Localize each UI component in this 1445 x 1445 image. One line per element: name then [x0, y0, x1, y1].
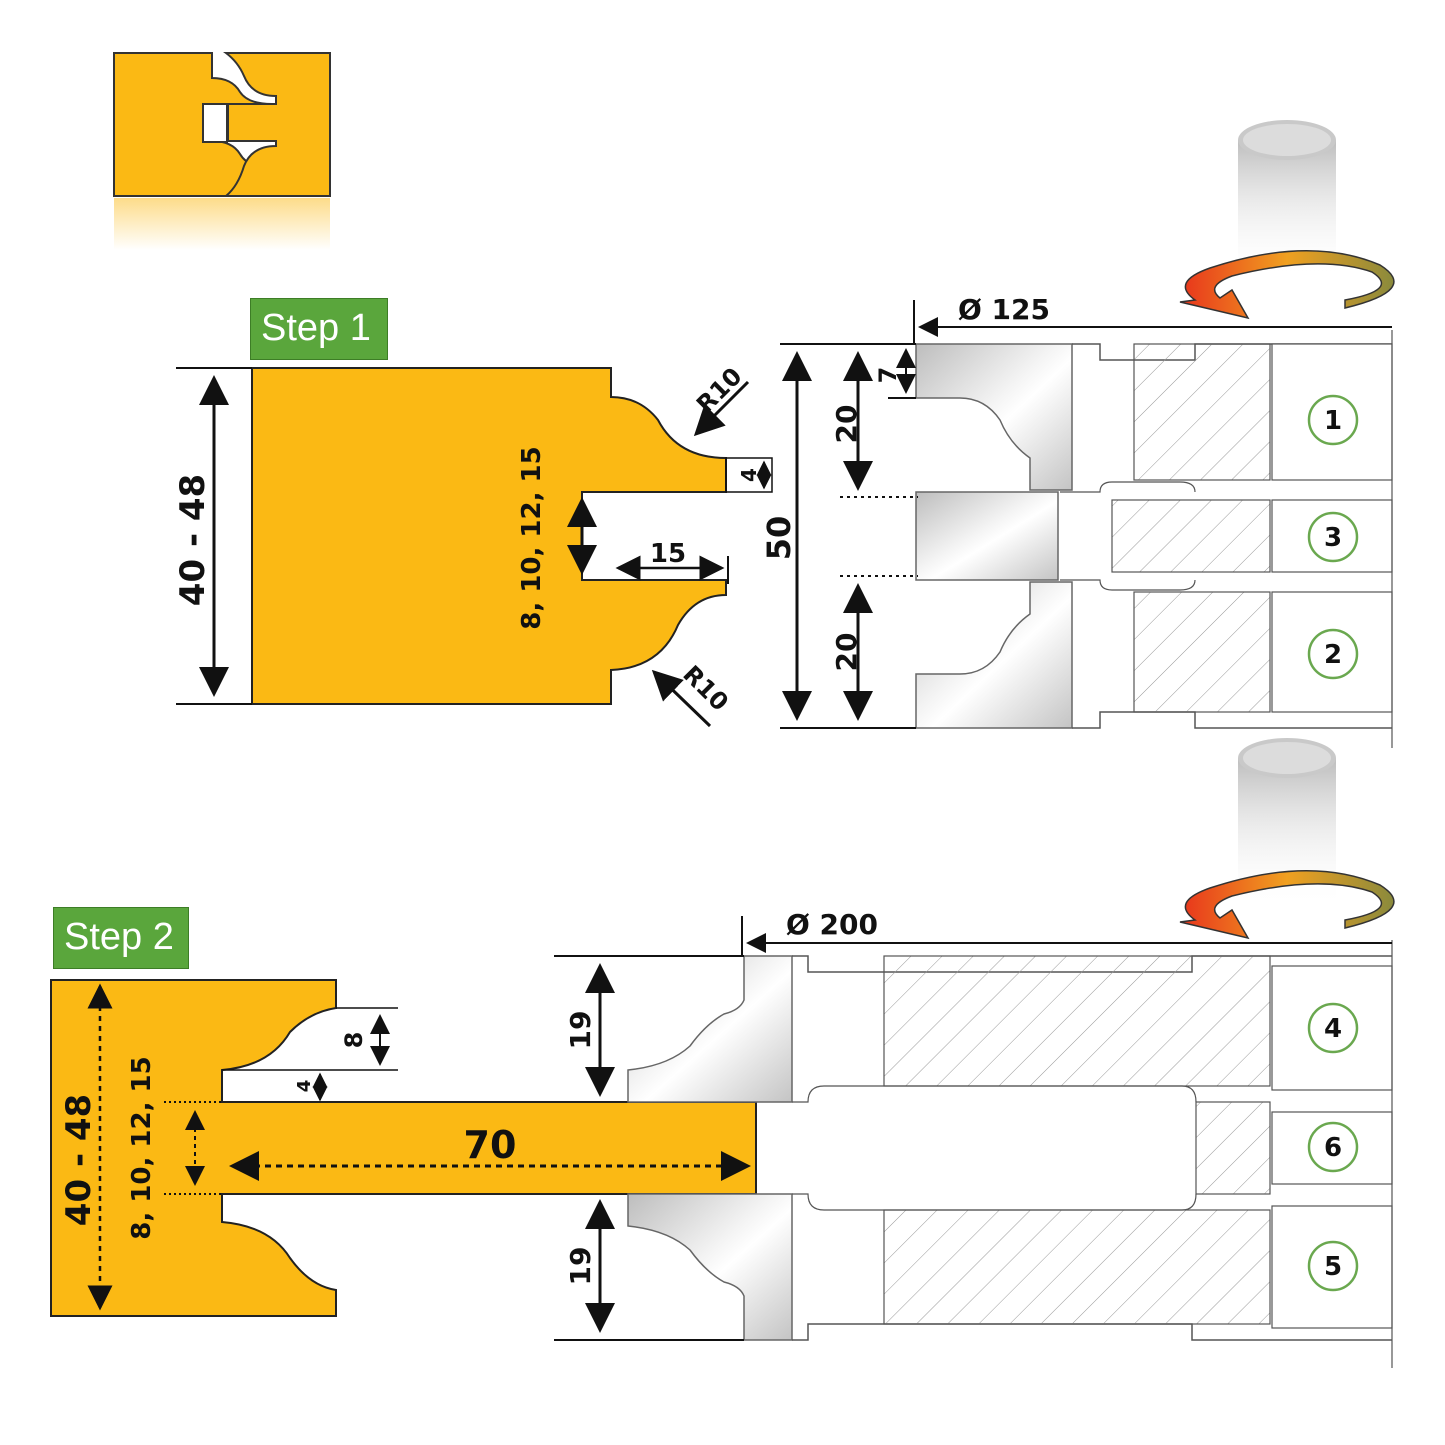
step1-radius-bottom-label: R10 — [677, 660, 733, 716]
svg-text:2: 2 — [1324, 640, 1342, 670]
rotation-arrow-icon — [1179, 250, 1395, 320]
cutter1-dimensions — [780, 300, 1392, 729]
joint-icon — [113, 52, 331, 250]
part-badge-3: 3 — [1307, 511, 1359, 563]
svg-text:4: 4 — [1324, 1014, 1342, 1044]
part-badge-6: 6 — [1307, 1121, 1359, 1173]
part-badge-5: 5 — [1307, 1240, 1359, 1292]
step1-label: Step 1 — [250, 298, 388, 360]
step2-gap-label: 4 — [294, 1080, 315, 1093]
step1-radius-top-label: R10 — [691, 362, 747, 418]
cutter2-diameter-label: Ø 200 — [786, 908, 878, 941]
step1-height-label: 40 - 48 — [173, 474, 213, 606]
part-badge-1: 1 — [1307, 394, 1359, 446]
cutter2-top-label: 19 — [564, 1011, 597, 1050]
svg-text:5: 5 — [1324, 1252, 1342, 1282]
step2-lip-label: 8 — [340, 1032, 368, 1049]
cutter1-offset-label: 7 — [874, 367, 902, 384]
cutter2-bottom-label: 19 — [564, 1247, 597, 1286]
svg-text:1: 1 — [1324, 406, 1342, 436]
cutter1-top-label: 20 — [830, 405, 863, 444]
step1-workpiece — [176, 367, 773, 728]
svg-text:6: 6 — [1324, 1133, 1342, 1163]
cutter1-body — [915, 330, 1393, 748]
step1-depth-label: 15 — [650, 539, 686, 569]
cutter2-dimensions — [554, 916, 1392, 1341]
part-badge-4: 4 — [1307, 1002, 1359, 1054]
cutter1-diameter-label: Ø 125 — [958, 293, 1050, 326]
part-badge-2: 2 — [1307, 628, 1359, 680]
step1-tongue-label: 4 — [737, 468, 761, 482]
cutter1-bottom-label: 20 — [830, 633, 863, 672]
cutter1-total-label: 50 — [760, 516, 798, 561]
step2-length-label: 70 — [464, 1123, 517, 1167]
step2-groove-label: 8, 10, 12, 15 — [127, 1056, 157, 1239]
step1-groove-label: 8, 10, 12, 15 — [517, 446, 547, 629]
step2-height-label: 40 - 48 — [59, 1094, 99, 1226]
rotation-arrow-icon — [1179, 870, 1395, 940]
step2-label: Step 2 — [53, 907, 189, 969]
svg-text:3: 3 — [1324, 523, 1342, 553]
